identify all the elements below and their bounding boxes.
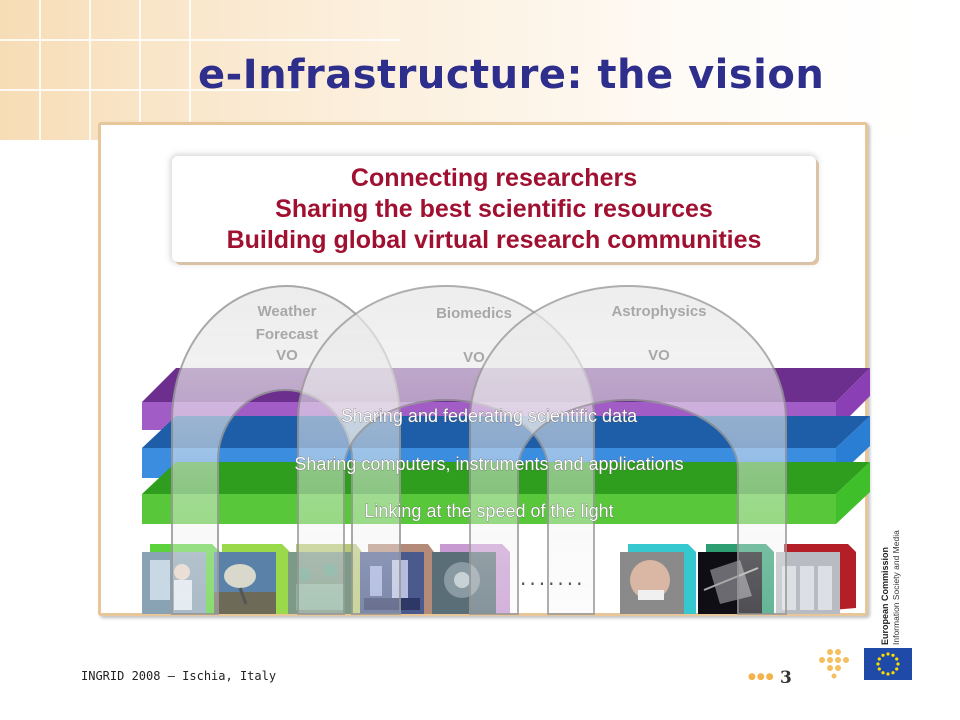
vo-biomedics-name: Biomedics [436,305,512,322]
vo-weather-name-line-2: Forecast [256,326,319,343]
resource-box-servers [776,544,856,614]
layer-computing-label: Sharing computers, instruments and appli… [294,454,683,474]
logo-dots-icon [819,649,849,679]
layer-data-label: Sharing and federating scientific data [341,406,638,426]
vo-astrophysics-name: Astrophysics [611,303,706,320]
vision-statement-box: Connecting researchers Sharing the best … [172,156,816,262]
vo-astrophysics-vo: VO [648,347,670,364]
vo-arch-astrophysics [469,285,787,615]
vision-line-3: Building global virtual research communi… [226,226,762,254]
vo-weather-name-line-1: Weather [258,303,317,320]
resource-box-dish [214,544,290,614]
european-commission-label: European Commission Information Society … [880,510,902,650]
vo-biomedics-vo: VO [463,349,485,366]
vision-line-2: Sharing the best scientific resources [275,195,713,223]
eu-flag-icon [864,648,912,680]
slide-footer: INGRID 2008 – Ischia, Italy [81,669,277,683]
commission-line-1: European Commission [880,546,890,645]
layer-network-label: Linking at the speed of the light [364,501,613,521]
slide-title: e-Infrastructure: the vision [198,52,825,98]
vision-line-1: Connecting researchers [350,164,638,192]
vo-weather-vo: VO [276,347,298,364]
page-number: 3 [780,668,792,688]
resource-ellipsis: ....... [520,566,586,590]
page-dots-icon: ●●● [748,672,775,682]
corner-decoration [0,0,960,140]
commission-line-2: Information Society and Media [891,530,901,645]
resource-box-researcher [620,544,696,614]
